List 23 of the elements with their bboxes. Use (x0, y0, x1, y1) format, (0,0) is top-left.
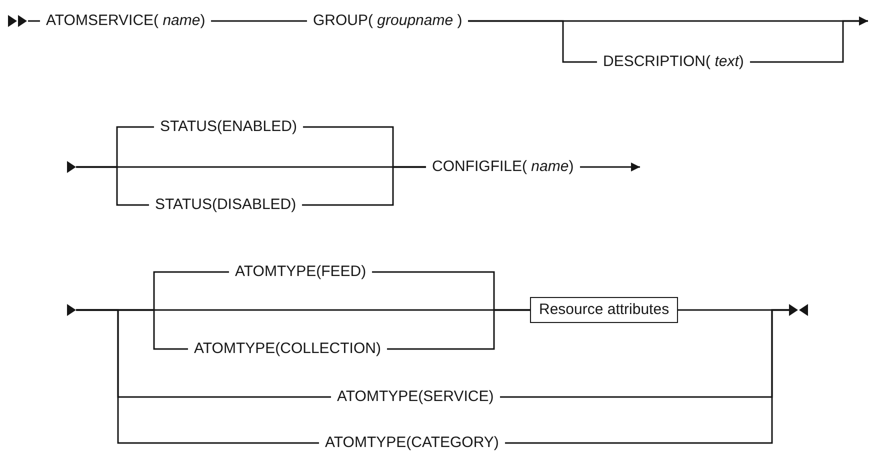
reference-box: Resource attributes (530, 297, 678, 323)
arrow (580, 162, 640, 172)
syntax-keyword: ATOMTYPE(SERVICE) (331, 387, 500, 407)
start-marker (8, 15, 28, 27)
syntax-keyword: ATOMTYPE(FEED) (229, 262, 372, 282)
syntax-keyword: DESCRIPTION( text) (597, 52, 750, 72)
continuation-marker (67, 161, 76, 173)
arrow (468, 16, 868, 26)
syntax-keyword: ATOMTYPE(COLLECTION) (188, 339, 387, 359)
syntax-line (302, 166, 426, 206)
end-marker (789, 304, 808, 316)
syntax-keyword: GROUP( groupname ) (307, 11, 468, 31)
syntax-keyword: CONFIGFILE( name) (426, 157, 580, 177)
syntax-keyword: STATUS(DISABLED) (149, 195, 302, 215)
syntax-line (76, 309, 319, 444)
syntax-line (505, 309, 789, 444)
syntax-keyword: ATOMSERVICE( name) (40, 11, 212, 31)
syntax-keyword: ATOMTYPE(CATEGORY) (319, 433, 505, 453)
continuation-marker (67, 304, 76, 316)
syntax-line (28, 20, 40, 22)
syntax-line (387, 309, 530, 350)
syntax-keyword: STATUS(ENABLED) (154, 117, 303, 137)
syntax-line (211, 20, 307, 22)
